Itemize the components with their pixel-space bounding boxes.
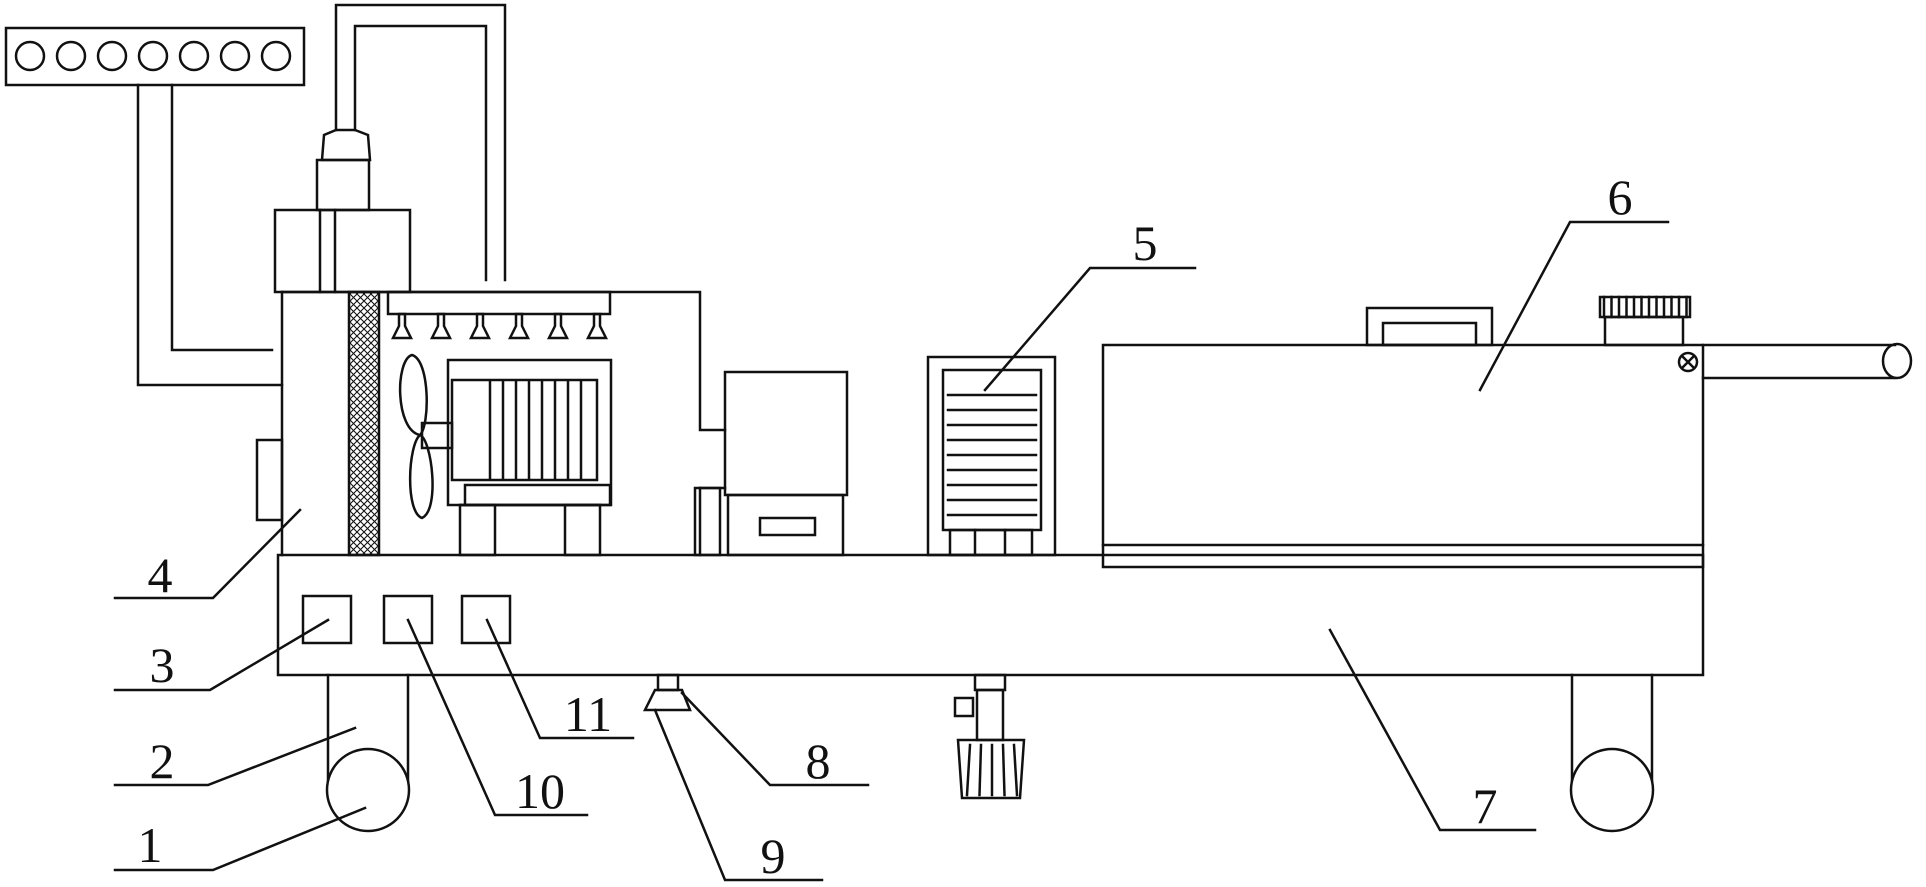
indicator-hole	[96, 40, 128, 72]
spray-nozzle	[585, 312, 609, 340]
bottom-nozzle	[642, 673, 692, 712]
pump-unit	[693, 370, 849, 557]
bar-feed-pipes	[136, 83, 284, 387]
indicator-hole	[260, 40, 292, 72]
label-3: 3	[150, 637, 175, 693]
switch-3	[301, 594, 353, 645]
spray-nozzle	[429, 312, 453, 340]
indicator-holes	[14, 40, 292, 72]
bottom-brush	[953, 673, 1026, 800]
label-11: 11	[564, 686, 612, 742]
switch-10	[382, 594, 434, 645]
label-10: 10	[515, 763, 565, 819]
chassis-7	[276, 553, 1705, 677]
label-1: 1	[138, 817, 163, 873]
spray-nozzle	[468, 312, 492, 340]
leader-lines	[113, 220, 1670, 882]
filler-cap-grip	[1602, 295, 1688, 319]
top-suction-head	[273, 128, 412, 294]
label-9: 9	[761, 828, 786, 884]
label-5: 5	[1133, 215, 1158, 271]
spray-nozzle	[546, 312, 570, 340]
part-labels: 1 2 3 4 5 6 7 8 9 10 11	[138, 169, 1633, 884]
bristle	[1012, 743, 1019, 797]
fan	[398, 353, 454, 520]
left-wheel	[325, 673, 411, 833]
side-handle	[255, 438, 284, 522]
spray-nozzle	[507, 312, 531, 340]
spray-nozzle	[390, 312, 414, 340]
indicator-hole	[178, 40, 210, 72]
switch-11	[460, 594, 512, 645]
filter-screen	[347, 290, 381, 557]
label-8: 8	[806, 733, 831, 789]
bristle	[978, 743, 983, 797]
filler-cap	[1598, 295, 1692, 319]
cabinet-5	[926, 355, 1057, 557]
label-4: 4	[148, 547, 173, 603]
label-2: 2	[150, 733, 175, 789]
motor	[446, 358, 613, 557]
overhead-pipe	[334, 3, 507, 282]
cabinet-slats	[946, 393, 1038, 517]
spray-nozzles	[390, 312, 609, 340]
indicator-hole	[137, 40, 169, 72]
bolt	[1677, 351, 1699, 373]
top-indicator-bar	[4, 26, 306, 87]
nozzle-manifold	[386, 290, 612, 340]
push-handle	[1701, 342, 1913, 380]
right-wheel	[1569, 673, 1655, 833]
label-7: 7	[1473, 778, 1498, 834]
bristle	[1001, 743, 1006, 797]
brush-bristles	[965, 743, 1019, 797]
bristle	[965, 743, 972, 797]
indicator-hole	[14, 40, 46, 72]
tank-6	[1101, 295, 1705, 569]
indicator-hole	[219, 40, 251, 72]
indicator-hole	[55, 40, 87, 72]
motor-fins	[488, 380, 583, 480]
label-6: 6	[1608, 169, 1633, 225]
